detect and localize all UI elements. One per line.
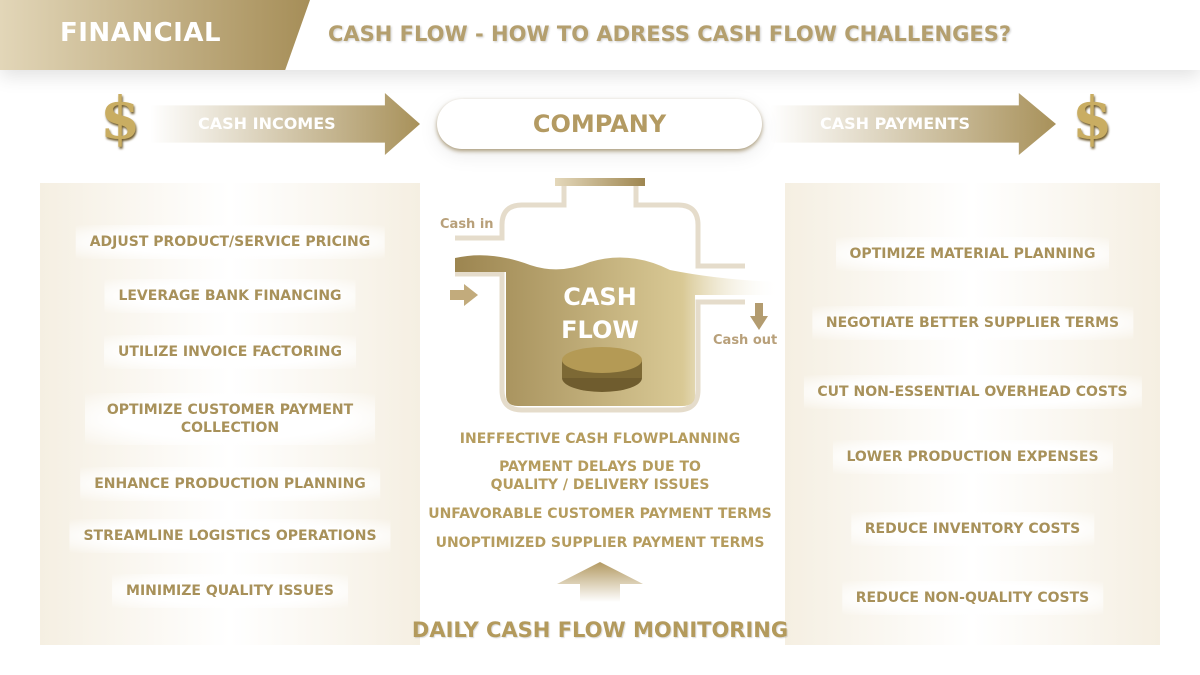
- category-tag: FINANCIAL: [0, 0, 310, 70]
- list-item: REDUCE INVENTORY COSTS: [850, 512, 1095, 546]
- challenge-item: PAYMENT DELAYS DUE TO QUALITY / DELIVERY…: [490, 459, 710, 493]
- inflow-arrow-icon: [450, 284, 478, 306]
- dollar-icon-right: $: [1072, 84, 1113, 152]
- list-item: ADJUST PRODUCT/SERVICE PRICING: [75, 225, 385, 259]
- list-item: CUT NON-ESSENTIAL OVERHEAD COSTS: [803, 375, 1142, 409]
- list-item: ENHANCE PRODUCTION PLANNING: [80, 467, 380, 501]
- category-label: FINANCIAL: [60, 18, 222, 48]
- company-box: COMPANY: [437, 99, 762, 149]
- list-item: MINIMIZE QUALITY ISSUES: [112, 574, 348, 608]
- right-panel: OPTIMIZE MATERIAL PLANNING NEGOTIATE BET…: [785, 183, 1160, 645]
- daily-monitoring-label: DAILY CASH FLOW MONITORING: [411, 618, 789, 642]
- cash-payments-arrow: CASH PAYMENTS: [770, 93, 1056, 155]
- cash-incomes-label: CASH INCOMES: [198, 114, 336, 133]
- up-arrow-icon: [557, 562, 643, 602]
- left-panel: ADJUST PRODUCT/SERVICE PRICING LEVERAGE …: [40, 183, 420, 645]
- list-item: OPTIMIZE CUSTOMER PAYMENT COLLECTION: [85, 393, 375, 445]
- coin-stack-icon: [562, 347, 642, 392]
- list-item: LEVERAGE BANK FINANCING: [104, 279, 356, 313]
- list-item: OPTIMIZE MATERIAL PLANNING: [835, 237, 1110, 271]
- cash-incomes-arrow: CASH INCOMES: [150, 93, 420, 155]
- tank-lid: [555, 178, 645, 186]
- outflow-arrow-icon: [750, 303, 768, 330]
- challenge-item: UNOPTIMIZED SUPPLIER PAYMENT TERMS: [435, 535, 765, 551]
- cash-out-label: Cash out: [713, 333, 778, 348]
- tank-outline: [455, 186, 745, 413]
- dollar-icon-left: $: [100, 84, 141, 152]
- list-item: UTILIZE INVOICE FACTORING: [104, 335, 356, 369]
- challenge-item: UNFAVORABLE CUSTOMER PAYMENT TERMS: [428, 506, 772, 522]
- list-item: LOWER PRODUCTION EXPENSES: [832, 440, 1113, 474]
- cash-payments-label: CASH PAYMENTS: [820, 114, 970, 133]
- challenge-item: INEFFECTIVE CASH FLOWPLANNING: [459, 431, 741, 447]
- tank-label-line2: FLOW: [561, 316, 639, 344]
- list-item: STREAMLINE LOGISTICS OPERATIONS: [69, 519, 391, 553]
- cash-in-label: Cash in: [440, 217, 494, 232]
- list-item: NEGOTIATE BETTER SUPPLIER TERMS: [811, 306, 1134, 340]
- page-title: CASH FLOW - HOW TO ADRESS CASH FLOW CHAL…: [328, 22, 1012, 46]
- tank-label-line1: CASH: [563, 283, 637, 311]
- list-item: REDUCE NON-QUALITY COSTS: [841, 581, 1104, 615]
- cash-liquid: [455, 255, 780, 406]
- cash-flow-tank-illustration: CASH FLOW: [450, 178, 780, 413]
